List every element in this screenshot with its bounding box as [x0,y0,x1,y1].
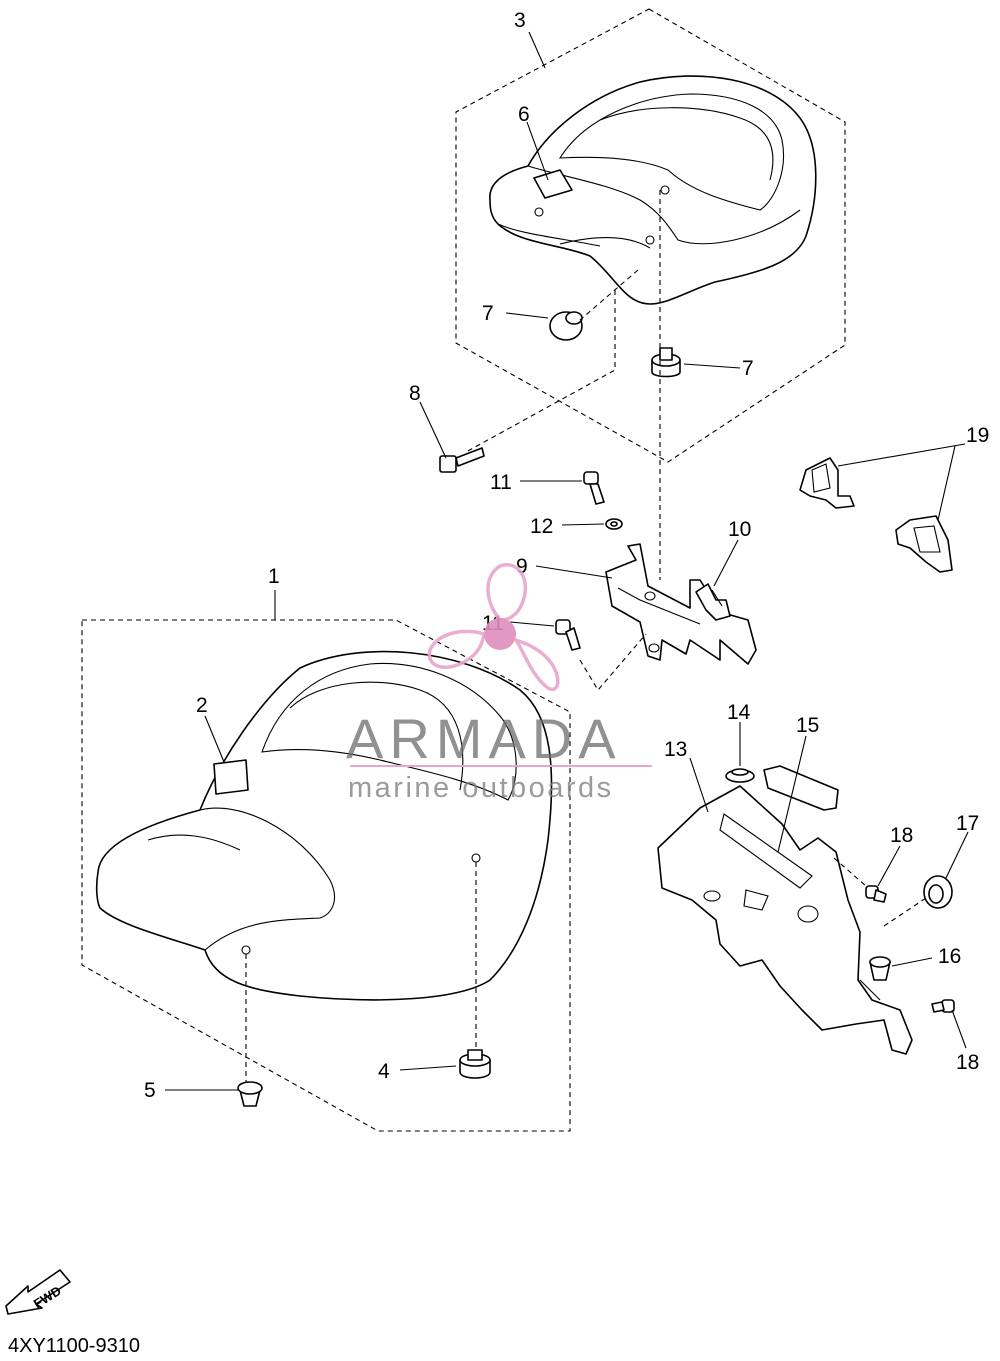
callout-17: 17 [956,812,979,835]
front-seat-label-patch [213,759,249,795]
rear-seat [489,75,817,305]
fwd-arrow: FWD [5,1269,71,1315]
grommet-15 [725,768,755,783]
seat-bracket-9 [605,543,757,665]
bolt-11-lower [555,619,581,651]
side-bracket-group [657,765,955,1055]
washer-12 [605,518,623,530]
screw-18-upper [865,885,887,903]
callout-1: 1 [268,565,280,588]
armada-watermark: ARMADA marine outboards [346,563,652,804]
callout-6: 6 [518,103,530,126]
front-seat [95,650,553,1001]
bolt-11-upper [583,471,605,505]
callout-7-right: 7 [742,357,754,380]
callout-18-lower: 18 [956,1051,979,1074]
callout-2: 2 [196,694,208,717]
leader-lines [165,31,969,1091]
grommet-17 [923,875,953,909]
side-cover-13 [657,785,913,1055]
front-seat-collar-4 [237,1081,263,1107]
callout-13: 13 [664,738,687,761]
bracket-clip-10 [695,583,731,621]
rear-seat-bolt [439,447,485,473]
propeller-logo [427,563,560,692]
front-seat-damper-3 [459,1049,491,1079]
seat-bracket-group [555,471,757,691]
damper-14 [869,956,891,981]
rear-seat-damper-left [549,311,583,341]
callout-11-upper: 11 [490,471,512,494]
callout-12: 12 [530,515,553,538]
callout-5: 3 [514,9,526,32]
rear-seat-boundary [455,8,846,463]
seat-lock-hooks-19 [799,457,953,573]
watermark-brand: ARMADA [346,707,622,770]
drawing-code: 4XY1100-9310 [8,1335,140,1357]
rear-seat-label-patch [533,169,573,199]
callout-9: 9 [516,555,528,578]
callout-14: 16 [938,945,961,968]
front-seat-boundary [81,619,571,1132]
rear-seat-group [439,8,846,580]
callouts: 3 6 7 7 8 11 12 9 10 11 19 1 2 4 5 13 14… [144,9,989,1102]
callout-7-left: 7 [482,302,494,325]
callout-16: 15 [796,714,819,737]
rear-seat-damper-right [651,347,681,378]
callout-10: 10 [728,518,751,541]
callout-19: 19 [966,424,989,447]
screw-18-lower [931,999,955,1013]
callout-3: 4 [378,1060,390,1083]
watermark-tagline: marine outboards [348,772,614,804]
callout-4: 5 [144,1079,156,1102]
front-seat-group [81,619,571,1132]
callout-15: 14 [727,701,751,724]
callout-18-upper: 18 [890,824,913,847]
trim-strip-16 [763,765,839,811]
callout-8: 8 [409,382,421,405]
